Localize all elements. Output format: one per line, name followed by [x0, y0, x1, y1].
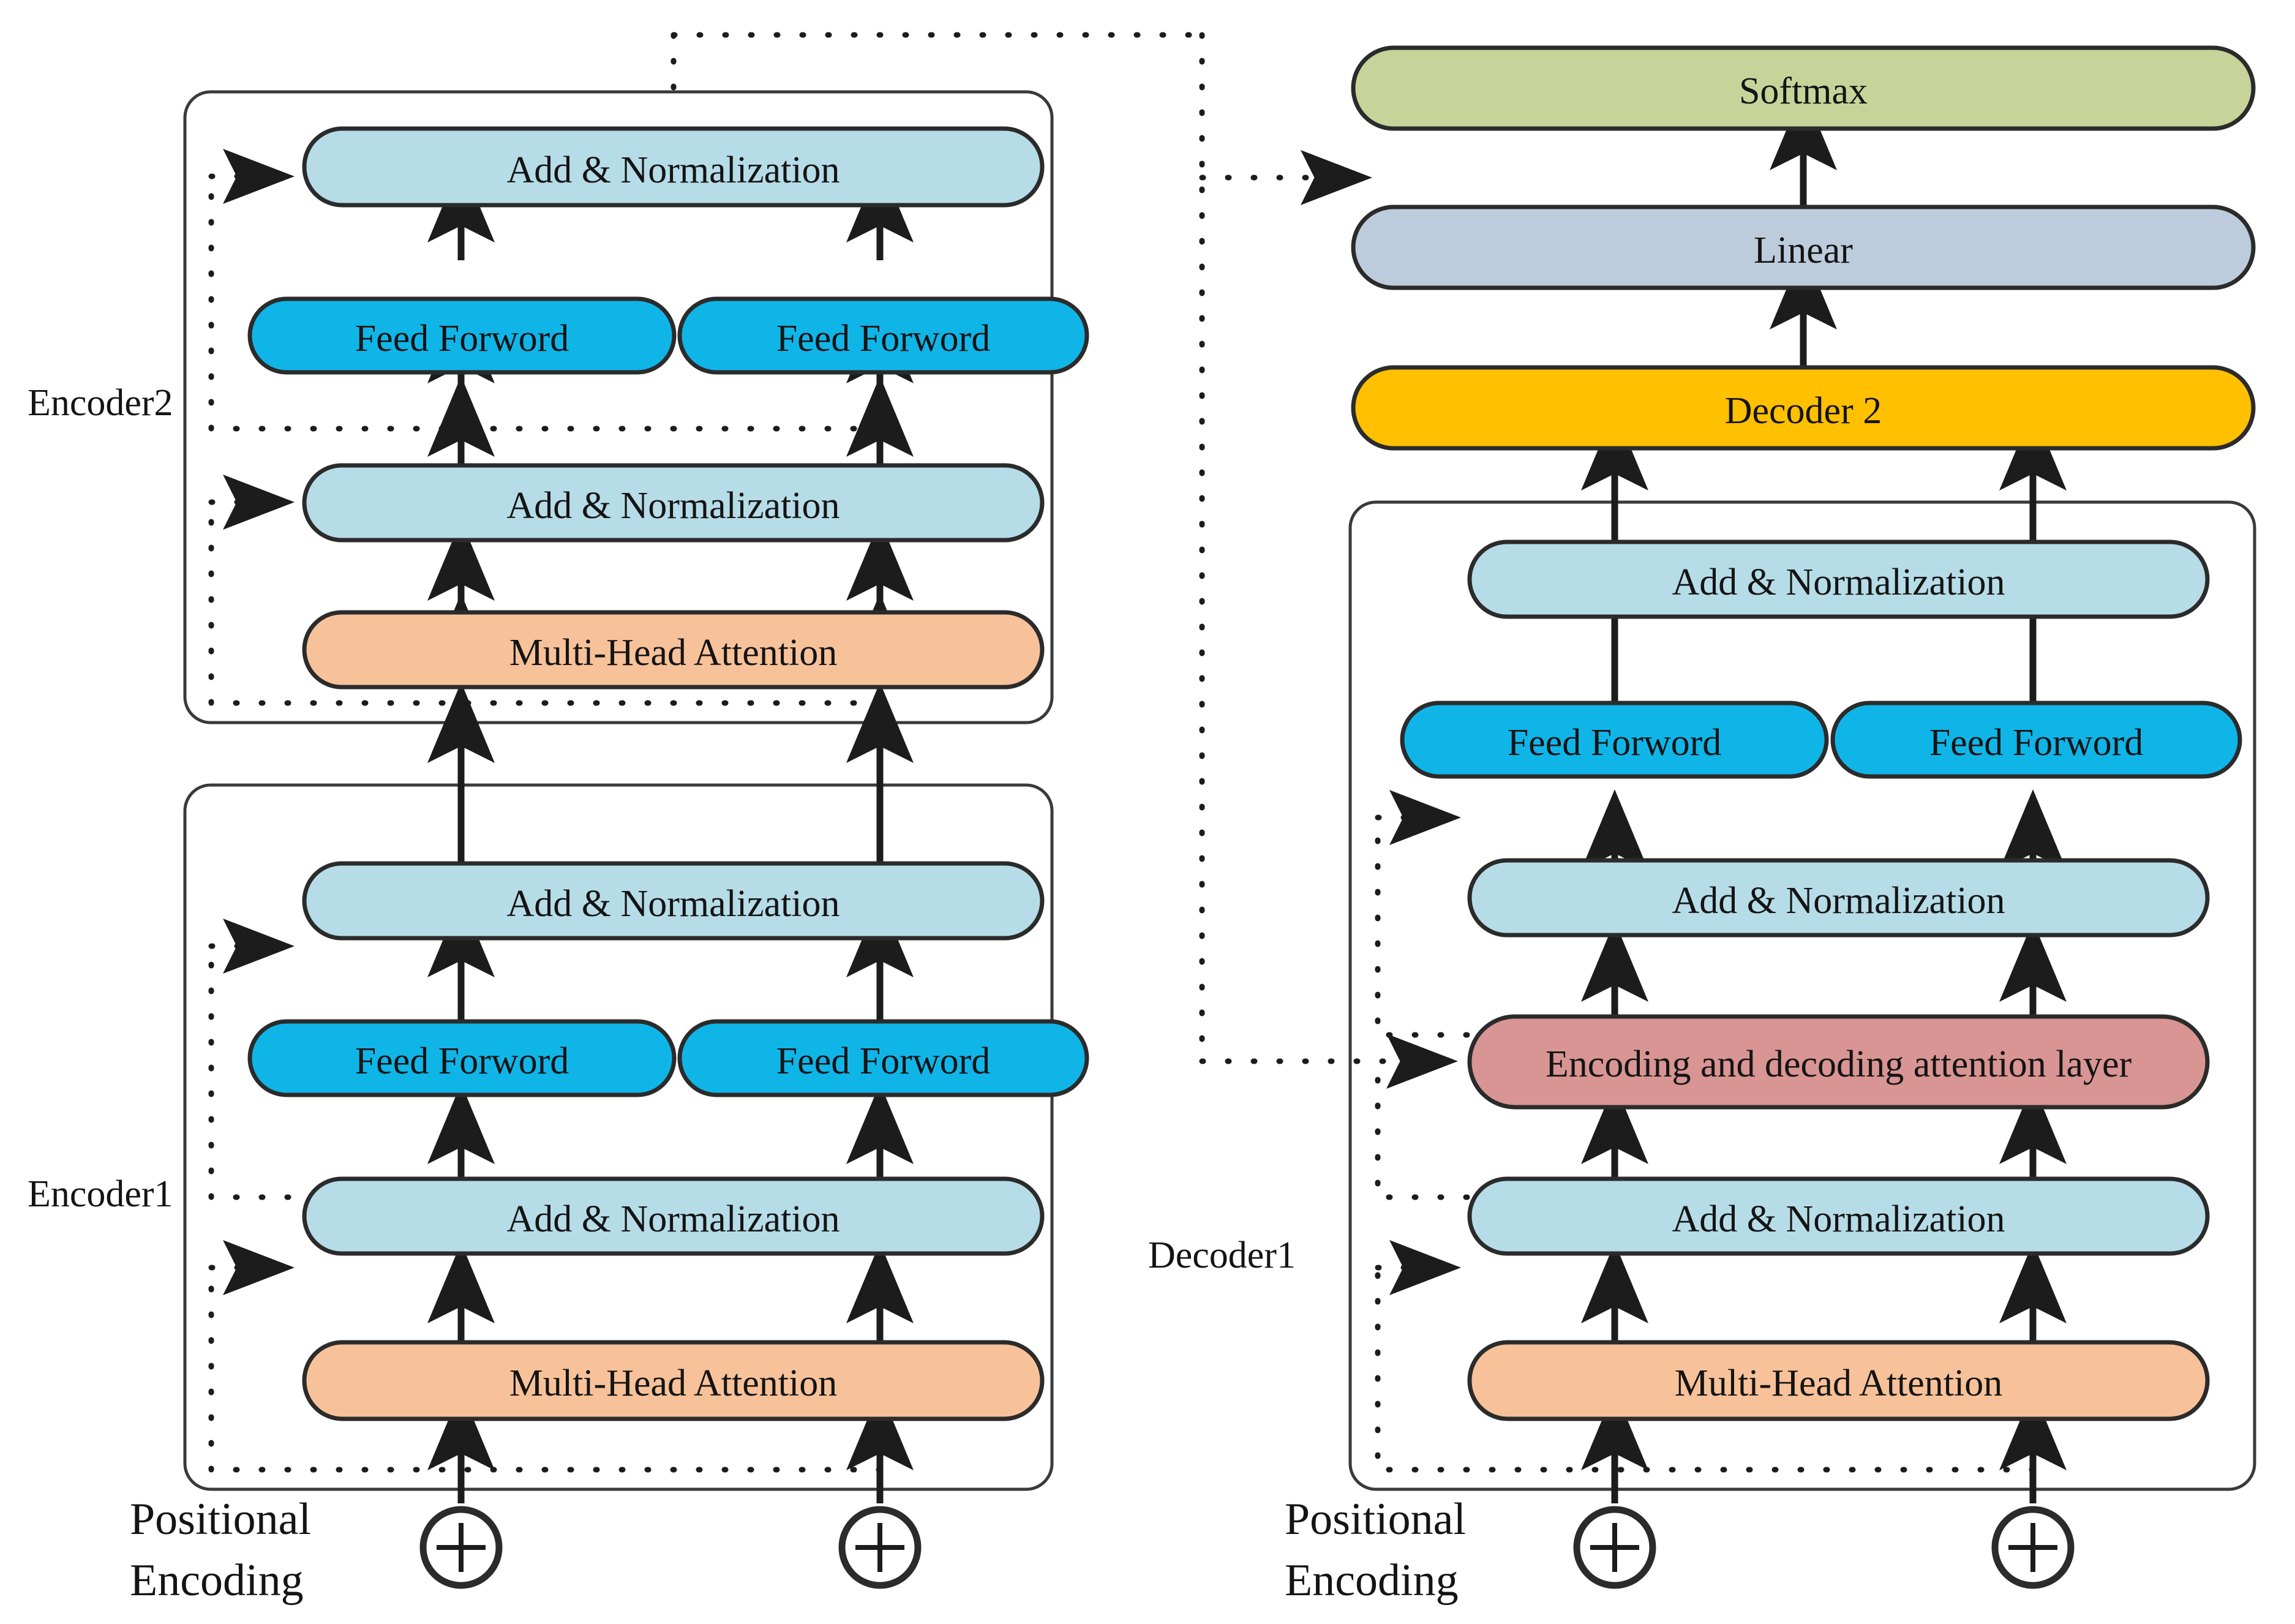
- encoder2-add-norm-top-label: Add & Normalization: [506, 149, 840, 191]
- positional-adder-encoder-left[interactable]: [419, 1506, 503, 1589]
- encoder2-add-norm-bottom-label: Add & Normalization: [506, 485, 840, 527]
- positional-adder-encoder-right[interactable]: [838, 1506, 922, 1589]
- decoder1-container: [1348, 500, 2256, 1491]
- decoder2-label: Decoder 2: [1724, 390, 1882, 432]
- softmax-box[interactable]: [1351, 45, 2256, 131]
- decoder1-side-label: Decoder1: [1148, 1235, 1296, 1276]
- encoder2-feed-forward-left-label: Feed Forword: [355, 318, 569, 359]
- encoder1-multi-head-attention[interactable]: [302, 1340, 1045, 1421]
- decoder1-add-norm-bottom-label: Add & Normalization: [1672, 1198, 2005, 1240]
- decoder1-cross-attention-label: Encoding and decoding attention layer: [1545, 1043, 2132, 1085]
- encoder2-multi-head-attention[interactable]: [302, 610, 1045, 690]
- encoder1-add-norm-bottom-label: Add & Normalization: [506, 1198, 840, 1240]
- encoder2-add-norm-bottom[interactable]: [302, 463, 1045, 543]
- decoder1-feed-forward-left[interactable]: [1400, 701, 1829, 779]
- encoder2-feed-forward-right[interactable]: [677, 296, 1089, 375]
- decoder1-add-norm-middle[interactable]: [1467, 858, 2210, 938]
- encoder1-flow-arrows: [427, 682, 914, 1503]
- decoder1-add-norm-middle-label: Add & Normalization: [1672, 880, 2005, 922]
- encoder1-container: [183, 783, 1054, 1491]
- positional-adder-decoder-right[interactable]: [1991, 1506, 2075, 1589]
- encoder1-feed-forward-right-label: Feed Forword: [776, 1040, 991, 1082]
- encoder1-feed-forward-left[interactable]: [247, 1019, 677, 1097]
- encoder2-residual-dotted: [208, 149, 883, 706]
- encoder1-add-norm-bottom[interactable]: [302, 1176, 1045, 1256]
- encoder2-multi-head-attention-label: Multi-Head Attention: [509, 632, 838, 674]
- decoder1-feed-forward-left-label: Feed Forword: [1507, 722, 1722, 764]
- encoder1-add-norm-top-label: Add & Normalization: [506, 883, 840, 925]
- linear-box[interactable]: [1351, 205, 2256, 290]
- encoder1-side-label: Encoder1: [28, 1173, 173, 1215]
- decoder1-add-norm-top[interactable]: [1467, 539, 2210, 619]
- decoder1-add-norm-top-label: Add & Normalization: [1672, 562, 2005, 603]
- positional-encoding-right-line2: Encoding: [1285, 1555, 1459, 1606]
- decoder1-feed-forward-right[interactable]: [1830, 701, 2242, 779]
- decoder1-feed-forward-right-label: Feed Forword: [1929, 722, 2144, 764]
- softmax-label: Softmax: [1738, 70, 1868, 112]
- encoder2-feed-forward-left[interactable]: [247, 296, 677, 375]
- decoder1-add-norm-bottom[interactable]: [1467, 1176, 2210, 1256]
- decoder1-multi-head-attention[interactable]: [1467, 1340, 2210, 1421]
- positional-adder-decoder-left[interactable]: [1573, 1506, 1656, 1589]
- encoder2-side-label: Encoder2: [28, 382, 173, 424]
- positional-encoding-left-line1: Positional: [130, 1494, 312, 1544]
- encoder1-add-norm-top[interactable]: [302, 861, 1045, 941]
- positional-encoding-right-line1: Positional: [1285, 1494, 1467, 1544]
- positional-encoding-left-line2: Encoding: [130, 1555, 304, 1606]
- encoder1-multi-head-attention-label: Multi-Head Attention: [509, 1363, 838, 1404]
- linear-label: Linear: [1754, 230, 1853, 271]
- encoder-to-decoder-dotted-bus: [670, 32, 1458, 1089]
- decoder2-box[interactable]: [1351, 365, 2256, 451]
- encoder2-feed-forward-right-label: Feed Forword: [776, 318, 991, 359]
- encoder2-add-norm-top[interactable]: [302, 126, 1045, 208]
- encoder1-feed-forward-left-label: Feed Forword: [355, 1040, 569, 1082]
- decoder1-residual-dotted: [1375, 790, 2036, 1473]
- encoder1-residual-dotted: [208, 919, 883, 1473]
- decoder1-cross-attention[interactable]: [1467, 1014, 2210, 1110]
- decoder1-multi-head-attention-label: Multi-Head Attention: [1674, 1363, 2003, 1404]
- encoder1-feed-forward-right[interactable]: [677, 1019, 1089, 1097]
- encoder2-container: [183, 90, 1054, 724]
